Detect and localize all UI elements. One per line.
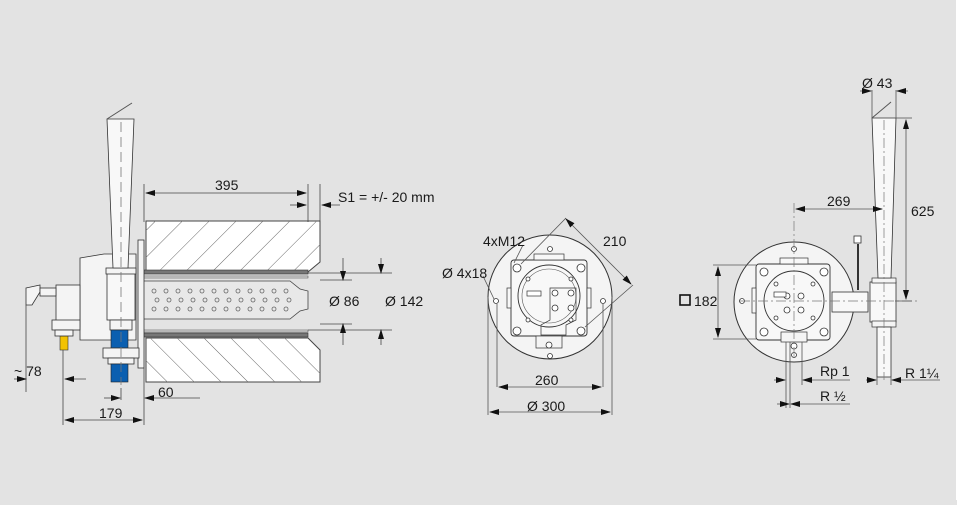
front-flange-view [482,217,634,415]
dim-d43: Ø 43 [862,75,893,91]
wall-bottom [145,337,321,383]
dim-s1-tolerance: S1 = +/- 20 mm [338,189,435,205]
dim-60: 60 [158,384,174,400]
dim-269: 269 [827,193,851,209]
dim-210: 210 [603,233,627,249]
sleeve-bottom [142,332,309,338]
dim-rp1: Rp 1 [820,363,850,379]
flue-pipe [106,102,135,385]
dim-square-182: 182 [694,293,718,309]
dim-179: 179 [99,405,123,421]
mount-flange [137,239,145,369]
dim-78: ~ 78 [14,363,42,379]
gas-pipe-blue-upper [110,329,129,349]
rear-dimensions [713,88,940,408]
dim-d300: Ø 300 [527,398,566,414]
dim-d86: Ø 86 [329,293,360,309]
dim-625: 625 [911,203,935,219]
dim-4x18-holes: Ø 4x18 [442,265,488,281]
dim-4xm12: 4xM12 [483,233,526,249]
dim-d142: Ø 142 [385,293,424,309]
side-section-view [14,102,392,425]
burner-tube [142,280,309,320]
tee-fitting [869,281,897,323]
cable-yellow [59,335,69,351]
dim-r-1-quarter: R 1¼ [905,365,939,381]
side-dimensions [14,184,392,425]
gas-pipe-blue-lower [110,363,129,383]
dim-r-half: R ½ [820,388,846,404]
rear-view [679,88,940,408]
sleeve-top [142,269,309,275]
wall-top [145,220,321,273]
dim-395: 395 [215,177,239,193]
dim-260: 260 [535,372,559,388]
square-symbol-icon [679,294,691,306]
flange-dimensions [482,217,634,415]
plug-connector [25,284,41,306]
